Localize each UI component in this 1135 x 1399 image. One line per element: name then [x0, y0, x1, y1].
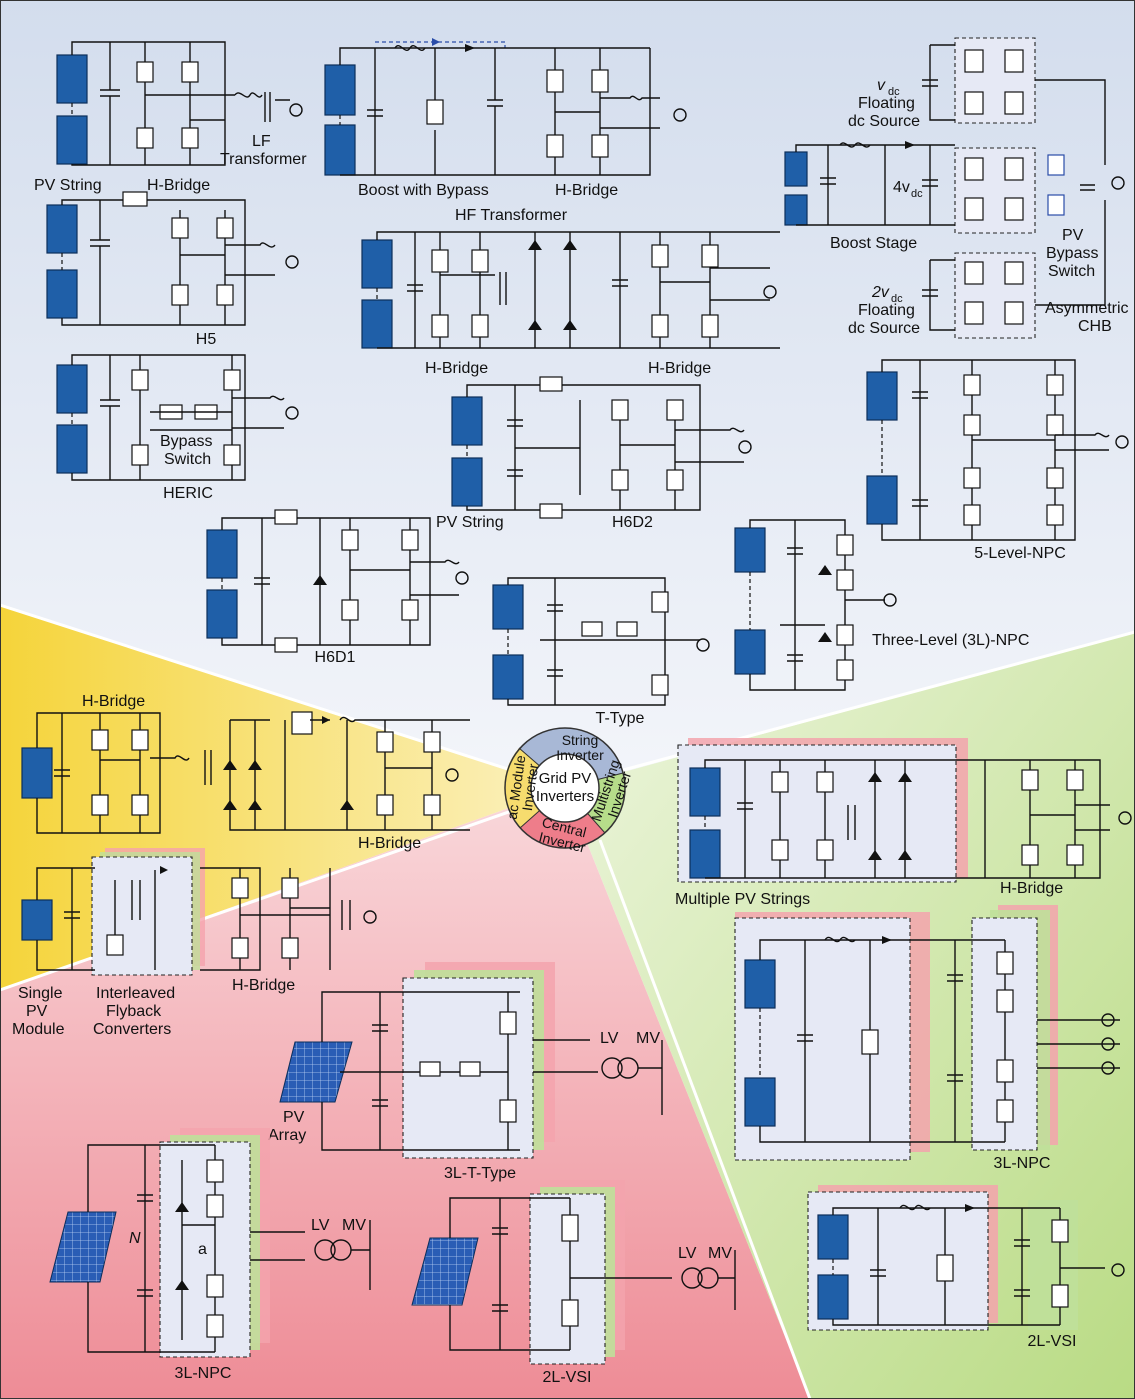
label-t-type: T-Type — [596, 710, 645, 727]
label-two-floating-1: Floating — [858, 302, 915, 319]
label-interleaved-2: Flyback — [106, 1003, 162, 1020]
label-central-t-type: 3L-T-Type — [444, 1165, 516, 1182]
label-central-3l-npc: 3L-NPC — [175, 1365, 232, 1382]
circuit-multistring-3l-npc: 3L-NPC — [734, 905, 1120, 1172]
label-pv-bypass-3: Switch — [1048, 263, 1095, 280]
label-bypass-1: Bypass — [160, 433, 212, 450]
ring-acmodule-2: Inverter — [519, 762, 541, 812]
circuit-acmodule-hbridge: H-Bridge H-Bridge — [21, 693, 470, 852]
circuit-h6d1: H6D1 — [206, 509, 469, 666]
pv-panel-icon — [56, 115, 88, 165]
label-two-vdc-sub: dc — [891, 293, 903, 305]
label-ms-h-bridge: H-Bridge — [1000, 880, 1063, 897]
label-pv-array-2: Array — [268, 1127, 306, 1144]
label-h5: H5 — [196, 331, 217, 348]
label-mv-3: MV — [708, 1245, 732, 1262]
label-ms-2l-vsi: 2L-VSI — [1028, 1333, 1077, 1350]
label-central-2l-vsi: 2L-VSI — [543, 1369, 592, 1386]
label-interleaved-1: Interleaved — [96, 985, 175, 1002]
label-multiple-pv: Multiple PV Strings — [675, 891, 810, 908]
chb-switch — [964, 49, 984, 73]
label-h-bridge-4: H-Bridge — [648, 360, 711, 377]
label-hf-transformer: HF Transformer — [455, 207, 568, 224]
ring-string-1: String — [562, 732, 599, 748]
circuit-hf-transformer: HF Transformer H-Bridge H-Bridge — [361, 207, 780, 377]
label-h-bridge-3: H-Bridge — [425, 360, 488, 377]
label-lv-3: LV — [678, 1245, 697, 1262]
pv-panel-icon — [56, 54, 88, 104]
pv-array-icon — [49, 1211, 117, 1283]
string-region — [0, 0, 1135, 788]
label-single-2: PV — [26, 1003, 48, 1020]
circuit-heric: Bypass Switch HERIC — [56, 354, 299, 502]
label-lv-2: LV — [311, 1217, 330, 1234]
label-vdc-floating-1: Floating — [858, 95, 915, 112]
label-four-vdc-sub: dc — [911, 188, 923, 200]
label-vdc-floating-2: dc Source — [848, 113, 920, 130]
label-h6d2: H6D2 — [612, 514, 653, 531]
label-a: a — [198, 1241, 207, 1258]
label-four-vdc: 4v — [893, 179, 910, 196]
circuit-central-t-type: PV Array LV MV 3L-T-Type — [268, 962, 663, 1182]
label-mv-2: MV — [342, 1217, 366, 1234]
label-heric: HERIC — [163, 485, 213, 502]
pv-array-icon — [279, 1041, 353, 1103]
circuit-multistring-2l-vsi: 2L-VSI — [807, 1185, 1125, 1350]
label-asym-2: CHB — [1078, 318, 1112, 335]
label-two-vdc: 2v — [871, 284, 890, 301]
label-three-level-npc: Three-Level (3L)-NPC — [872, 632, 1029, 649]
label-bypass-2: Switch — [164, 451, 211, 468]
circuit-3l-npc: Three-Level (3L)-NPC — [734, 519, 1029, 691]
label-pv-bypass-2: Bypass — [1046, 245, 1098, 262]
label-ms-3l-npc: 3L-NPC — [994, 1155, 1051, 1172]
pv-array-icon — [411, 1237, 479, 1306]
label-acm-h-bridge-top: H-Bridge — [82, 693, 145, 710]
label-5-level-npc: 5-Level-NPC — [974, 545, 1066, 562]
ring-string-2: Inverter — [556, 747, 604, 763]
center-label-2: Inverters — [536, 788, 594, 805]
label-boost-stage: Boost Stage — [830, 235, 917, 252]
circuit-h5: H5 — [46, 191, 299, 348]
label-single-3: Module — [12, 1021, 65, 1038]
circuit-central-2l-vsi: LV MV 2L-VSI — [411, 1180, 736, 1386]
circuit-multistring-hbridge: Multiple PV Strings H-Bridge — [675, 738, 1132, 908]
label-asym-1: Asymmetric — [1045, 300, 1129, 317]
circuit-acmodule-flyback: H-Bridge Single PV Module Interleaved Fl… — [12, 848, 377, 1038]
label-n: N — [129, 1230, 141, 1247]
label-vdc: v — [877, 77, 886, 94]
center-label-1: Grid PV — [539, 770, 592, 787]
circuit-central-3l-npc: N a LV MV 3L-NPC — [49, 1128, 371, 1382]
label-pv-array-1: PV — [283, 1109, 305, 1126]
circuit-asymmetric-chb: v dc Floating dc Source 4v dc Boost Stag… — [784, 37, 1129, 339]
label-two-floating-2: dc Source — [848, 320, 920, 337]
label-h6d1: H6D1 — [315, 649, 356, 666]
circuit-hbridge-lf: PV String H-Bridge LF Transformer — [34, 41, 307, 194]
label-pv-string: PV String — [34, 177, 102, 194]
label-h-bridge-2: H-Bridge — [555, 182, 618, 199]
label-boost-bypass: Boost with Bypass — [358, 182, 489, 199]
label-h-bridge-1: H-Bridge — [147, 177, 210, 194]
label-pv-string-2: PV String — [436, 514, 504, 531]
label-acm-h-bridge-bottom: H-Bridge — [358, 835, 421, 852]
label-lv-1: LV — [600, 1030, 619, 1047]
label-pv-bypass-1: PV — [1062, 227, 1084, 244]
label-acm-h-bridge-2: H-Bridge — [232, 977, 295, 994]
label-mv-1: MV — [636, 1030, 660, 1047]
label-single-1: Single — [18, 985, 63, 1002]
label-lf-1: LF — [252, 133, 271, 150]
circuit-5l-npc: 5-Level-NPC — [866, 359, 1129, 562]
label-lf-2: Transformer — [220, 151, 307, 168]
label-interleaved-3: Converters — [93, 1021, 171, 1038]
circuit-t-type: T-Type — [492, 577, 710, 727]
circuit-h6d2: PV String H6D2 — [436, 376, 752, 531]
label-vdc-sub: dc — [888, 86, 900, 98]
circuit-boost-bypass: Boost with Bypass H-Bridge — [324, 38, 687, 199]
